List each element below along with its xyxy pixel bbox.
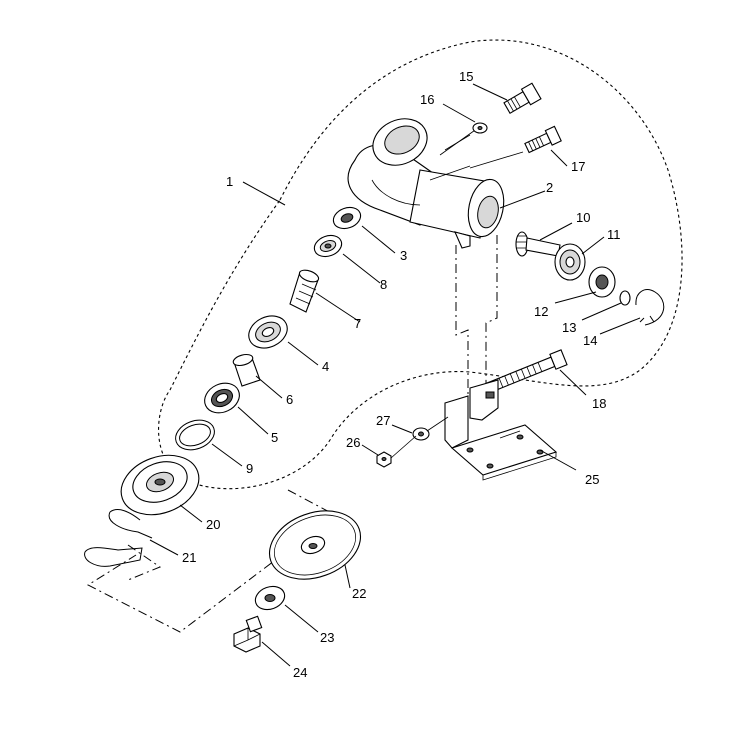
axis-bolt-17	[469, 151, 524, 169]
blade-kit-boundary	[86, 489, 336, 633]
nut-part-26	[376, 451, 392, 468]
label-1: 1	[226, 174, 233, 189]
gear-housing-part-2	[347, 118, 505, 249]
label-11: 11	[607, 227, 621, 242]
bolt-part-17	[524, 125, 562, 154]
pin-group-line	[127, 544, 162, 581]
label-4: 4	[322, 359, 329, 374]
spacer-part-6	[232, 353, 261, 387]
label-6: 6	[286, 392, 293, 407]
washer-part-27	[412, 427, 430, 441]
label-14: 14	[583, 333, 597, 348]
label-25: 25	[585, 472, 599, 487]
bolt-part-18	[485, 349, 568, 394]
axis-nut-washer	[390, 416, 449, 459]
axis-washer-16	[439, 127, 479, 156]
label-2: 2	[546, 180, 553, 195]
bolt-part-15	[503, 82, 542, 114]
label-10: 10	[576, 210, 590, 225]
label-22: 22	[352, 586, 366, 601]
cover-disc-part-22	[268, 510, 362, 580]
label-21: 21	[182, 550, 196, 565]
blade-holder-part-20	[120, 454, 200, 516]
bearing-part-11	[554, 243, 586, 281]
label-20: 20	[206, 517, 220, 532]
label-15: 15	[459, 69, 473, 84]
ring-part-13	[619, 290, 631, 306]
part-number-labels: 1 2 3 4 5 6 7 8 9 10 11 12 13 14 15 16 1…	[182, 69, 621, 680]
circlip-part-9	[175, 419, 215, 451]
label-5: 5	[271, 430, 278, 445]
bracket-part-25	[444, 379, 558, 481]
bearing-part-5	[204, 382, 240, 414]
label-16: 16	[420, 92, 434, 107]
label-13: 13	[562, 320, 576, 335]
label-3: 3	[400, 248, 407, 263]
label-12: 12	[534, 304, 548, 319]
label-27: 27	[376, 413, 390, 428]
label-24: 24	[293, 665, 307, 680]
washer-part-23	[254, 585, 286, 611]
seal-part-3	[332, 206, 362, 230]
label-18: 18	[592, 396, 606, 411]
circlip-part-14	[635, 289, 665, 326]
label-26: 26	[346, 435, 360, 450]
bearing-part-12	[588, 266, 616, 298]
label-7: 7	[354, 316, 361, 331]
gearhead-assembly-boundary	[158, 39, 683, 490]
leader-lines	[149, 83, 641, 667]
bearing-part-4	[248, 315, 288, 349]
pin-part-21	[84, 509, 153, 567]
label-8: 8	[380, 277, 387, 292]
gear-shaft-part-10	[515, 231, 561, 257]
label-9: 9	[246, 461, 253, 476]
label-23: 23	[320, 630, 334, 645]
bearing-part-8	[313, 234, 343, 258]
nut-part-24	[233, 615, 263, 653]
washer-hole	[477, 126, 483, 130]
label-17: 17	[571, 159, 585, 174]
pinion-shaft-part-7	[289, 269, 320, 313]
axis-housing-to-bracket	[455, 235, 498, 395]
